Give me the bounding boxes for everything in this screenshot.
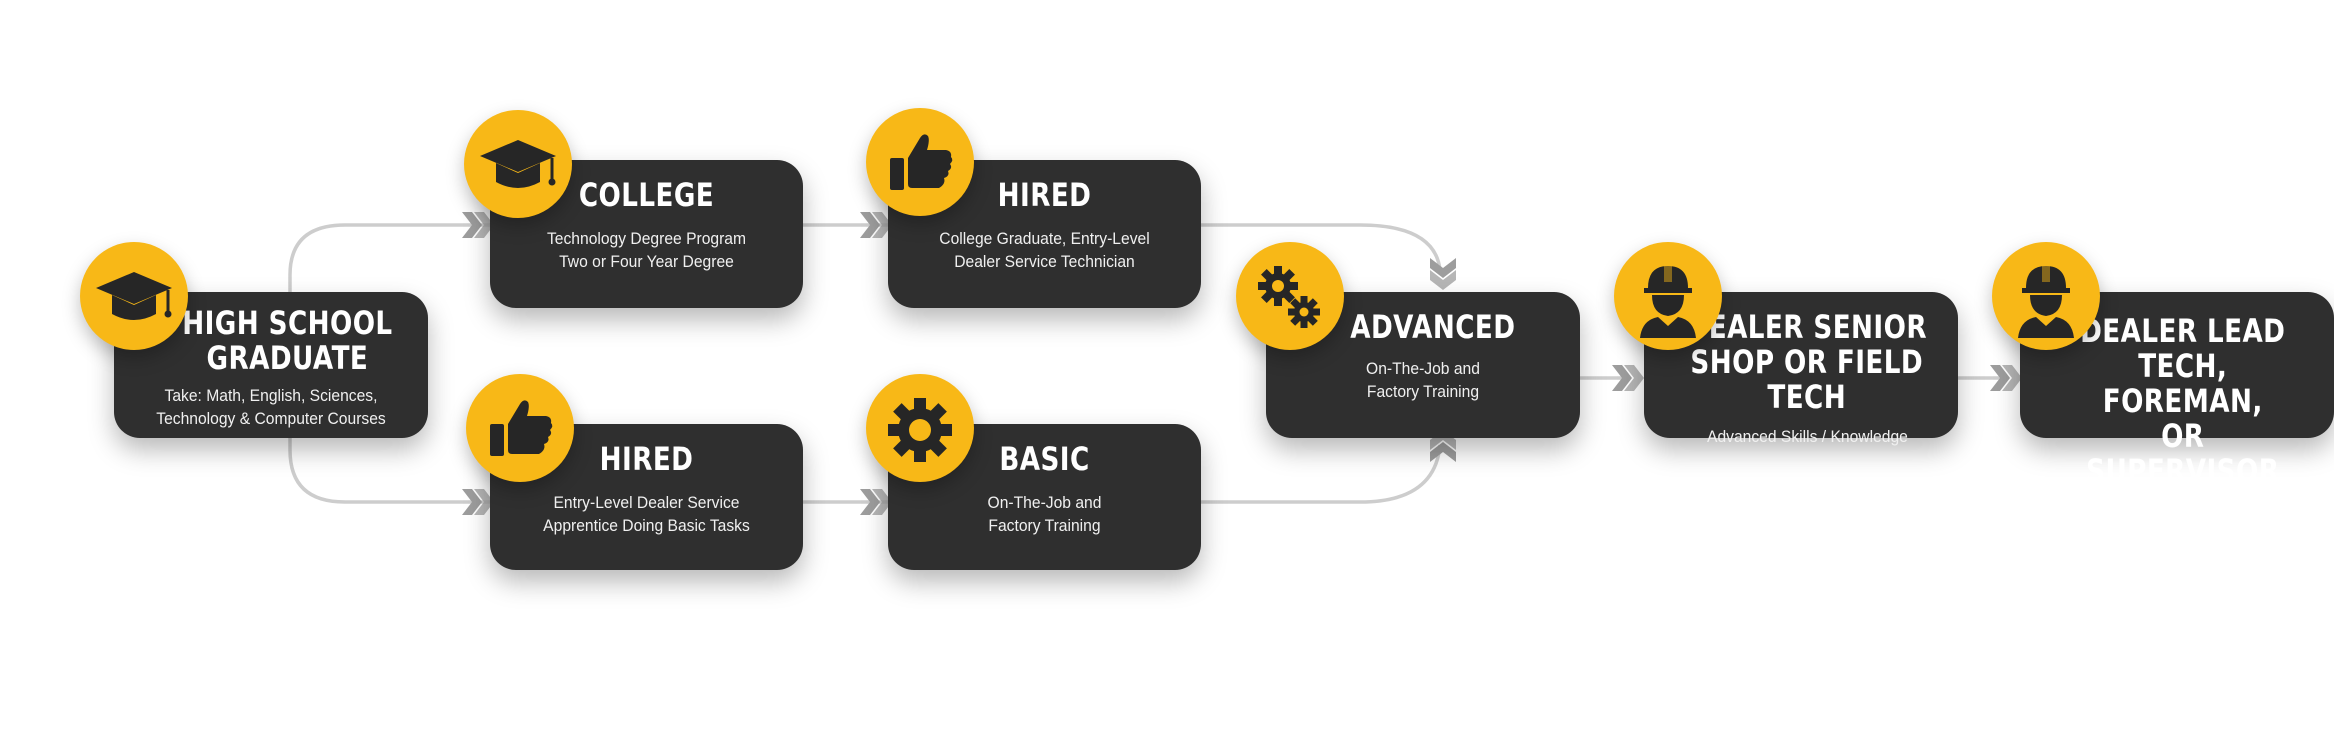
- connector-hired-advanced: [1200, 223, 1442, 271]
- node-description: Technology Degree Program Two or Four Ye…: [546, 229, 747, 271]
- gears-icon: [1258, 266, 1320, 328]
- node-title: HIGH SCHOOL GRADUATE: [182, 304, 393, 377]
- connector-basic-advanced: [1200, 444, 1442, 504]
- badge-college: [464, 110, 572, 218]
- node-hired-apprentice: HIRED Entry-Level Dealer Service Apprent…: [490, 424, 803, 570]
- node-dealer-senior: DEALER SENIOR SHOP OR FIELD TECH Advance…: [1644, 292, 1958, 446]
- node-title: COLLEGE: [578, 176, 715, 214]
- node-title: DEALER SENIOR SHOP OR FIELD TECH: [1686, 308, 1927, 416]
- node-description: Advanced Skills / Knowledge: [1707, 427, 1908, 446]
- badge-basic: [866, 374, 974, 482]
- node-description: On-The-Job and Factory Training: [1366, 359, 1480, 401]
- badge-advanced: [1236, 242, 1344, 350]
- hard-hat-worker-icon: [2018, 266, 2074, 338]
- node-high-school-graduate: HIGH SCHOOL GRADUATE Take: Math, English…: [114, 292, 428, 438]
- badge-hired-college: [866, 108, 974, 216]
- node-title: BASIC: [999, 440, 1090, 478]
- hard-hat-worker-icon: [1640, 266, 1696, 338]
- arrow-down-to-advanced: [1430, 258, 1456, 290]
- node-title: ADVANCED: [1350, 308, 1516, 346]
- badge-dealer-senior: [1614, 242, 1722, 350]
- node-description: On-The-Job and Factory Training: [987, 493, 1102, 535]
- node-description: College Graduate, Entry-Level Dealer Ser…: [939, 229, 1150, 271]
- node-title: HIRED: [599, 440, 694, 478]
- badge-dealer-lead: [1992, 242, 2100, 350]
- graduation-cap-icon: [480, 140, 556, 188]
- thumbs-up-icon: [490, 400, 553, 456]
- connector-hs-hired-apprentice: [288, 432, 492, 504]
- badge-high-school: [80, 242, 188, 350]
- thumbs-up-icon: [890, 134, 953, 190]
- connector-hs-college: [288, 223, 492, 292]
- graduation-cap-icon: [96, 272, 172, 320]
- gear-icon: [888, 398, 952, 462]
- node-description: Take: Math, English, Sciences, Technolog…: [156, 386, 386, 428]
- badge-hired-apprentice: [466, 374, 574, 482]
- node-title: DEALER LEAD TECH, FOREMAN, OR SUPERVISOR: [2080, 312, 2286, 490]
- node-title: HIRED: [997, 176, 1092, 214]
- node-description: Entry-Level Dealer Service Apprentice Do…: [543, 493, 750, 535]
